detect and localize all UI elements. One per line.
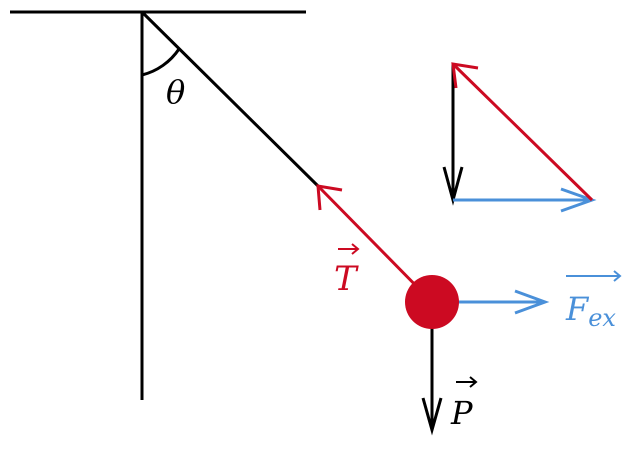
triangle-tension-vector	[451, 62, 594, 202]
angle-arc	[141, 48, 181, 77]
external-force-label-group: Fex	[565, 270, 622, 332]
force-triangle	[442, 62, 597, 213]
tension-vector-line	[316, 184, 434, 304]
angle-label: θ	[166, 73, 185, 111]
pendulum-string	[140, 10, 320, 188]
pendulum-bob	[405, 275, 459, 329]
external-force-label: Fex	[565, 290, 616, 332]
weight-label-arrow-head	[469, 376, 478, 388]
weight-arrowhead	[421, 397, 443, 436]
external-force-arrowhead	[514, 289, 550, 315]
tension-label-group: T	[334, 243, 360, 299]
external-force-label-main: F	[565, 290, 590, 328]
weight-label: P	[450, 394, 473, 432]
tension-label: T	[334, 259, 359, 299]
tension-arrowhead	[316, 184, 343, 211]
external-force-label-subscript: ex	[588, 304, 616, 332]
triangle-tension-arrowhead	[451, 62, 479, 89]
external-force-label-arrow-head	[613, 270, 622, 282]
tension-label-arrow-head	[351, 243, 360, 255]
weight-label-group: P	[450, 376, 478, 432]
